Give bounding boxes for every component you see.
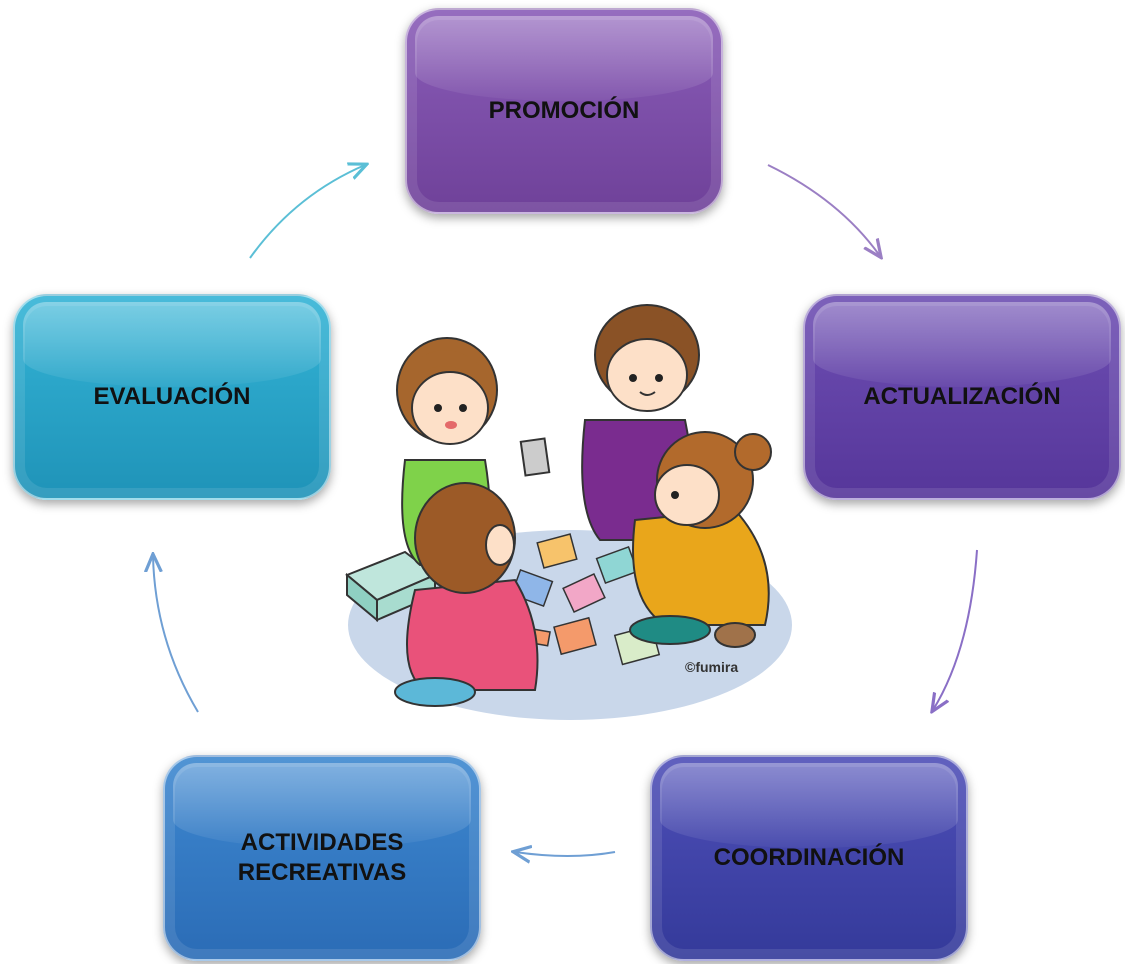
node-promocion: PROMOCIÓN [405,8,723,214]
node-actualizacion: ACTUALIZACIÓN [803,294,1121,500]
card-box-icon [345,550,437,623]
child-yellow-sweater [629,431,772,648]
children-playing-cards-illustration: ©fumira [345,304,792,720]
child-pink-shirt [394,482,539,707]
node-label-actividades: ACTIVIDADES RECREATIVAS [237,829,407,886]
node-evaluacion: EVALUACIÓN [13,294,331,500]
node-label-evaluacion: EVALUACIÓN [93,383,251,410]
illustration-credit: ©fumira [685,659,738,675]
node-actividades-recreativas: ACTIVIDADES RECREATIVAS [163,755,481,961]
arrow-coordinacion-to-actividades [515,852,616,856]
node-coordinacion: COORDINACIÓN [650,755,968,961]
arrow-evaluacion-to-promocion [249,165,365,259]
node-label-actualizacion: ACTUALIZACIÓN [863,383,1061,410]
node-label-coordinacion: COORDINACIÓN [713,844,905,871]
arrow-promocion-to-actualizacion [767,164,880,256]
arrow-actualizacion-to-coordinacion [933,549,978,710]
arrow-actividades-to-evaluacion [153,556,199,713]
node-label-promocion: PROMOCIÓN [488,97,640,124]
